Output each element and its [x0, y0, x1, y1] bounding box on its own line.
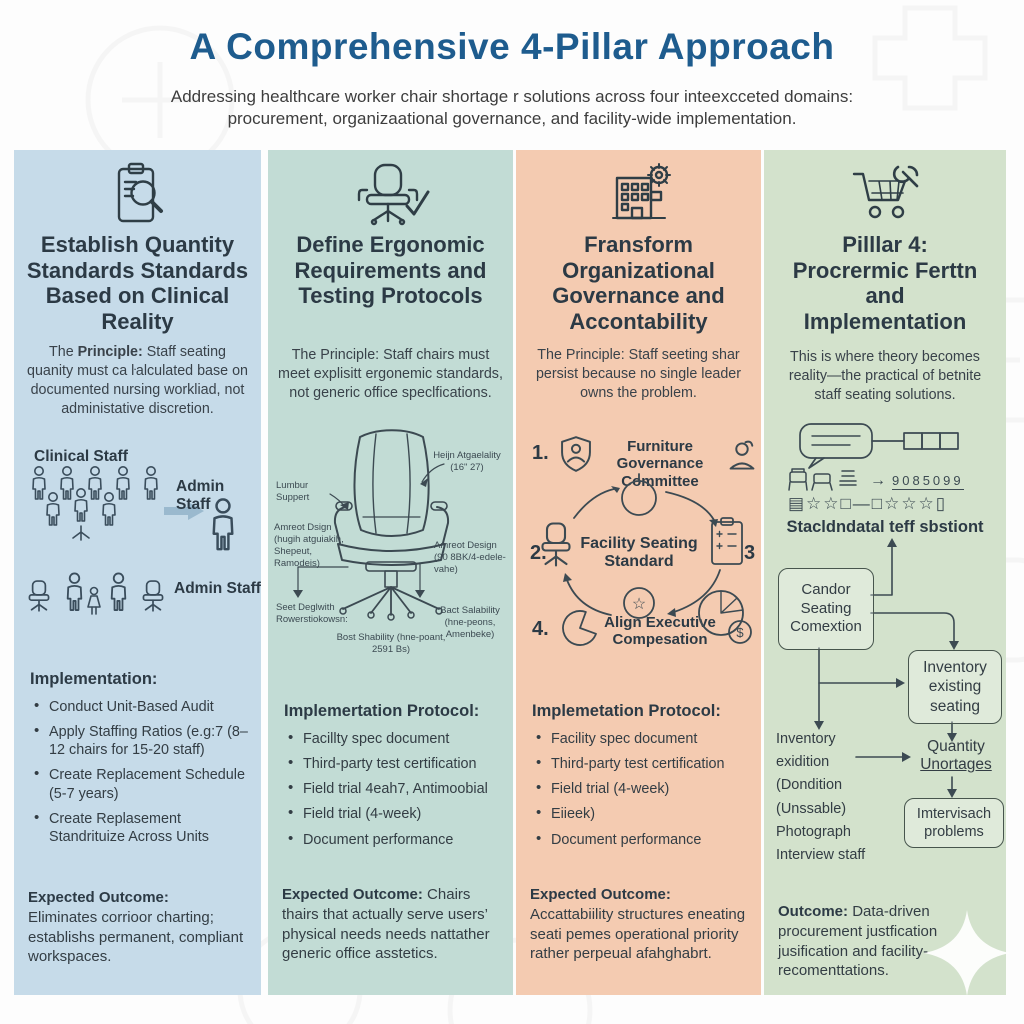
pillar-4-procurement: Pilllar 4: Procrermic Ferttn and Impleme… [764, 150, 1010, 996]
chair-label-base-right: Bact Salability (hne-peons, Amenbeke) [440, 605, 500, 640]
pillar-3-implementation-heading: Implemetation Protocol: [532, 702, 721, 720]
bullet-item: Third-party test certification [286, 754, 507, 773]
pillar-3-title: Fransform Organizational Governance and … [552, 232, 725, 334]
bullet-item: Facillty spec document [286, 729, 507, 748]
governance-step-1-label: Furniture Governance Committee [616, 438, 704, 490]
flow-box-inventory-existing: Inventory existing seating [908, 650, 1002, 724]
pillar-1-outcome: Expected Outcome: Eliminates corrioor ch… [28, 889, 244, 966]
flow-box-problems: Imtervisach problems [904, 798, 1004, 848]
chair-label-lumbar: Lumbur Suppert [276, 480, 310, 503]
governance-step-4-label: Align Executive Compesation [604, 614, 716, 649]
bullet-item: Field trial (4-week) [534, 779, 755, 798]
pillar-2-outcome: Expected Outcome: Chairs thairs that act… [282, 886, 490, 963]
glyph-row-2: ▤☆☆□—□☆☆☆▯ [788, 494, 948, 513]
chair-label-height: Heijn Atgaelality (16" 27) [433, 450, 501, 473]
pillar-1-quantity-standards: Establish Quantity Standards Standards B… [14, 150, 261, 995]
flow-list-inventory-condition: Inventory exidition (Dondition (Unssable… [776, 731, 866, 863]
committee-person-icon [728, 440, 756, 477]
subtitle-line-1: Addressing healthcare worker chair short… [170, 87, 854, 106]
chair-check-icon [349, 162, 433, 233]
chair-label-armrest-right: Amreot Design (90 8BK/4-edele-vahe) [434, 540, 506, 575]
glyph-row-1: → 9085099 [788, 468, 964, 494]
pillar-3-principle: The Principle: Staff seeting shar persis… [535, 347, 742, 401]
pillar-4-title: Pilllar 4: Procrermic Ferttn and Impleme… [792, 232, 978, 334]
pie-dollar-icon: $ [694, 586, 756, 653]
svg-text:$: $ [736, 625, 744, 640]
pillar-2-title: Define Ergonomic Requirements and Testin… [294, 232, 487, 309]
governance-center-label: Facility Seating Standard [580, 535, 698, 571]
flow-caption: Stacldndatal teff sbstiont [786, 518, 984, 536]
flow-box-candor-seating: Candor Seating Comextion [778, 568, 874, 650]
bullet-item: Document performance [286, 830, 507, 849]
pillar-3-outcome: Expected Outcome: Accattabiility structu… [530, 886, 746, 963]
building-gear-icon [605, 162, 673, 229]
bullet-item: Facility spec document [534, 729, 755, 748]
subtitle-line-2: procurement, organizaational governance,… [227, 109, 797, 128]
governance-step-4-number: 4. [532, 618, 549, 640]
flow-label-quantity-shortages: Quantity Unortages [920, 738, 992, 773]
pillar-2-ergonomic-requirements: Define Ergonomic Requirements and Testin… [268, 150, 513, 995]
chairs-row-icon [24, 570, 174, 655]
pillar-1-implementation-heading: Implementation: [30, 670, 158, 688]
chair-label-armrest-left: Amreot Dsign (hugih atguiakih, Shepeut, … [274, 522, 344, 569]
governance-step-1-number: 1. [532, 442, 549, 464]
shield-person-icon [560, 436, 592, 477]
governance-step-3-number: 3 [744, 542, 756, 564]
bullet-item: Field trial (4-week) [286, 804, 507, 823]
bullet-item: Apply Staffing Ratios (e.g:7 (8–12 chair… [32, 722, 255, 759]
arrow-glyph: → [870, 472, 886, 489]
pillar-2-bullet-list: Facillty spec document Third-party test … [286, 729, 507, 856]
bullet-item: Conduct Unit-Based Audit [32, 697, 255, 716]
clinical-staff-label: Clinical Staff [34, 448, 128, 465]
pillar-3-governance: Fransform Organizational Governance and … [516, 150, 761, 995]
admin-staff-label-bottom: Admin Staff [174, 580, 261, 597]
bullet-item: Create Replacement Schedule (5-7 years) [32, 765, 255, 802]
bullet-item: Document performance [534, 830, 755, 849]
clipboard-magnifier-icon [105, 162, 171, 231]
pillar-1-title: Establish Quantity Standards Standards B… [26, 232, 249, 334]
governance-cycle-diagram: ☆ [516, 470, 761, 635]
pillar-2-principle: The Principle: Staff chairs must meet ex… [278, 347, 503, 401]
small-chairs-icon [788, 468, 857, 491]
chair-label-base-center: Bost Shability (hne-poant, 2591 Bs) [336, 632, 446, 655]
svg-text:☆: ☆ [632, 596, 646, 613]
flowchart-connectors [764, 535, 1006, 875]
bullet-item: Create Replasement Standrituize Across U… [32, 809, 255, 846]
cart-wrench-icon [846, 162, 924, 231]
page-title: A Comprehensive 4-Pillar Approach [189, 26, 835, 67]
bullet-item: Field trial 4eah7, Antimoobial [286, 779, 507, 798]
pillar-1-principle: The Principle: Staff seating quanity mus… [27, 344, 248, 417]
admin-staff-label-top: Admin Staff [176, 478, 225, 513]
pillar-3-bullet-list: Facility spec document Third-party test … [534, 729, 755, 856]
pillar-4-outcome: Outcome: Data-driven procurement justfic… [778, 903, 938, 980]
pillar-1-bullet-list: Conduct Unit-Based Audit Apply Staffing … [32, 697, 255, 853]
admin-staff-person-icon [206, 498, 240, 559]
chair-label-seat: Seet Deglwith Rowerstiokowsn: [276, 602, 348, 625]
ergonomic-chair-diagram [268, 412, 513, 697]
sparkle-decoration [922, 908, 1012, 1003]
bullet-item: Third-party test certification [534, 754, 755, 773]
governance-step-2-number: 2. [530, 542, 547, 564]
clinical-staff-group-icon [20, 466, 180, 575]
arrow-right-icon [164, 502, 204, 525]
speech-bubble-table-icon [796, 422, 976, 475]
pie-chart-icon [560, 608, 600, 653]
digits-value: 9085099 [892, 472, 964, 490]
bullet-item: Eiieek) [534, 804, 755, 823]
pillar-2-implementation-heading: Implemertation Protocol: [284, 702, 480, 720]
pillar-4-principle: This is where theory becomes reality—the… [788, 349, 982, 403]
